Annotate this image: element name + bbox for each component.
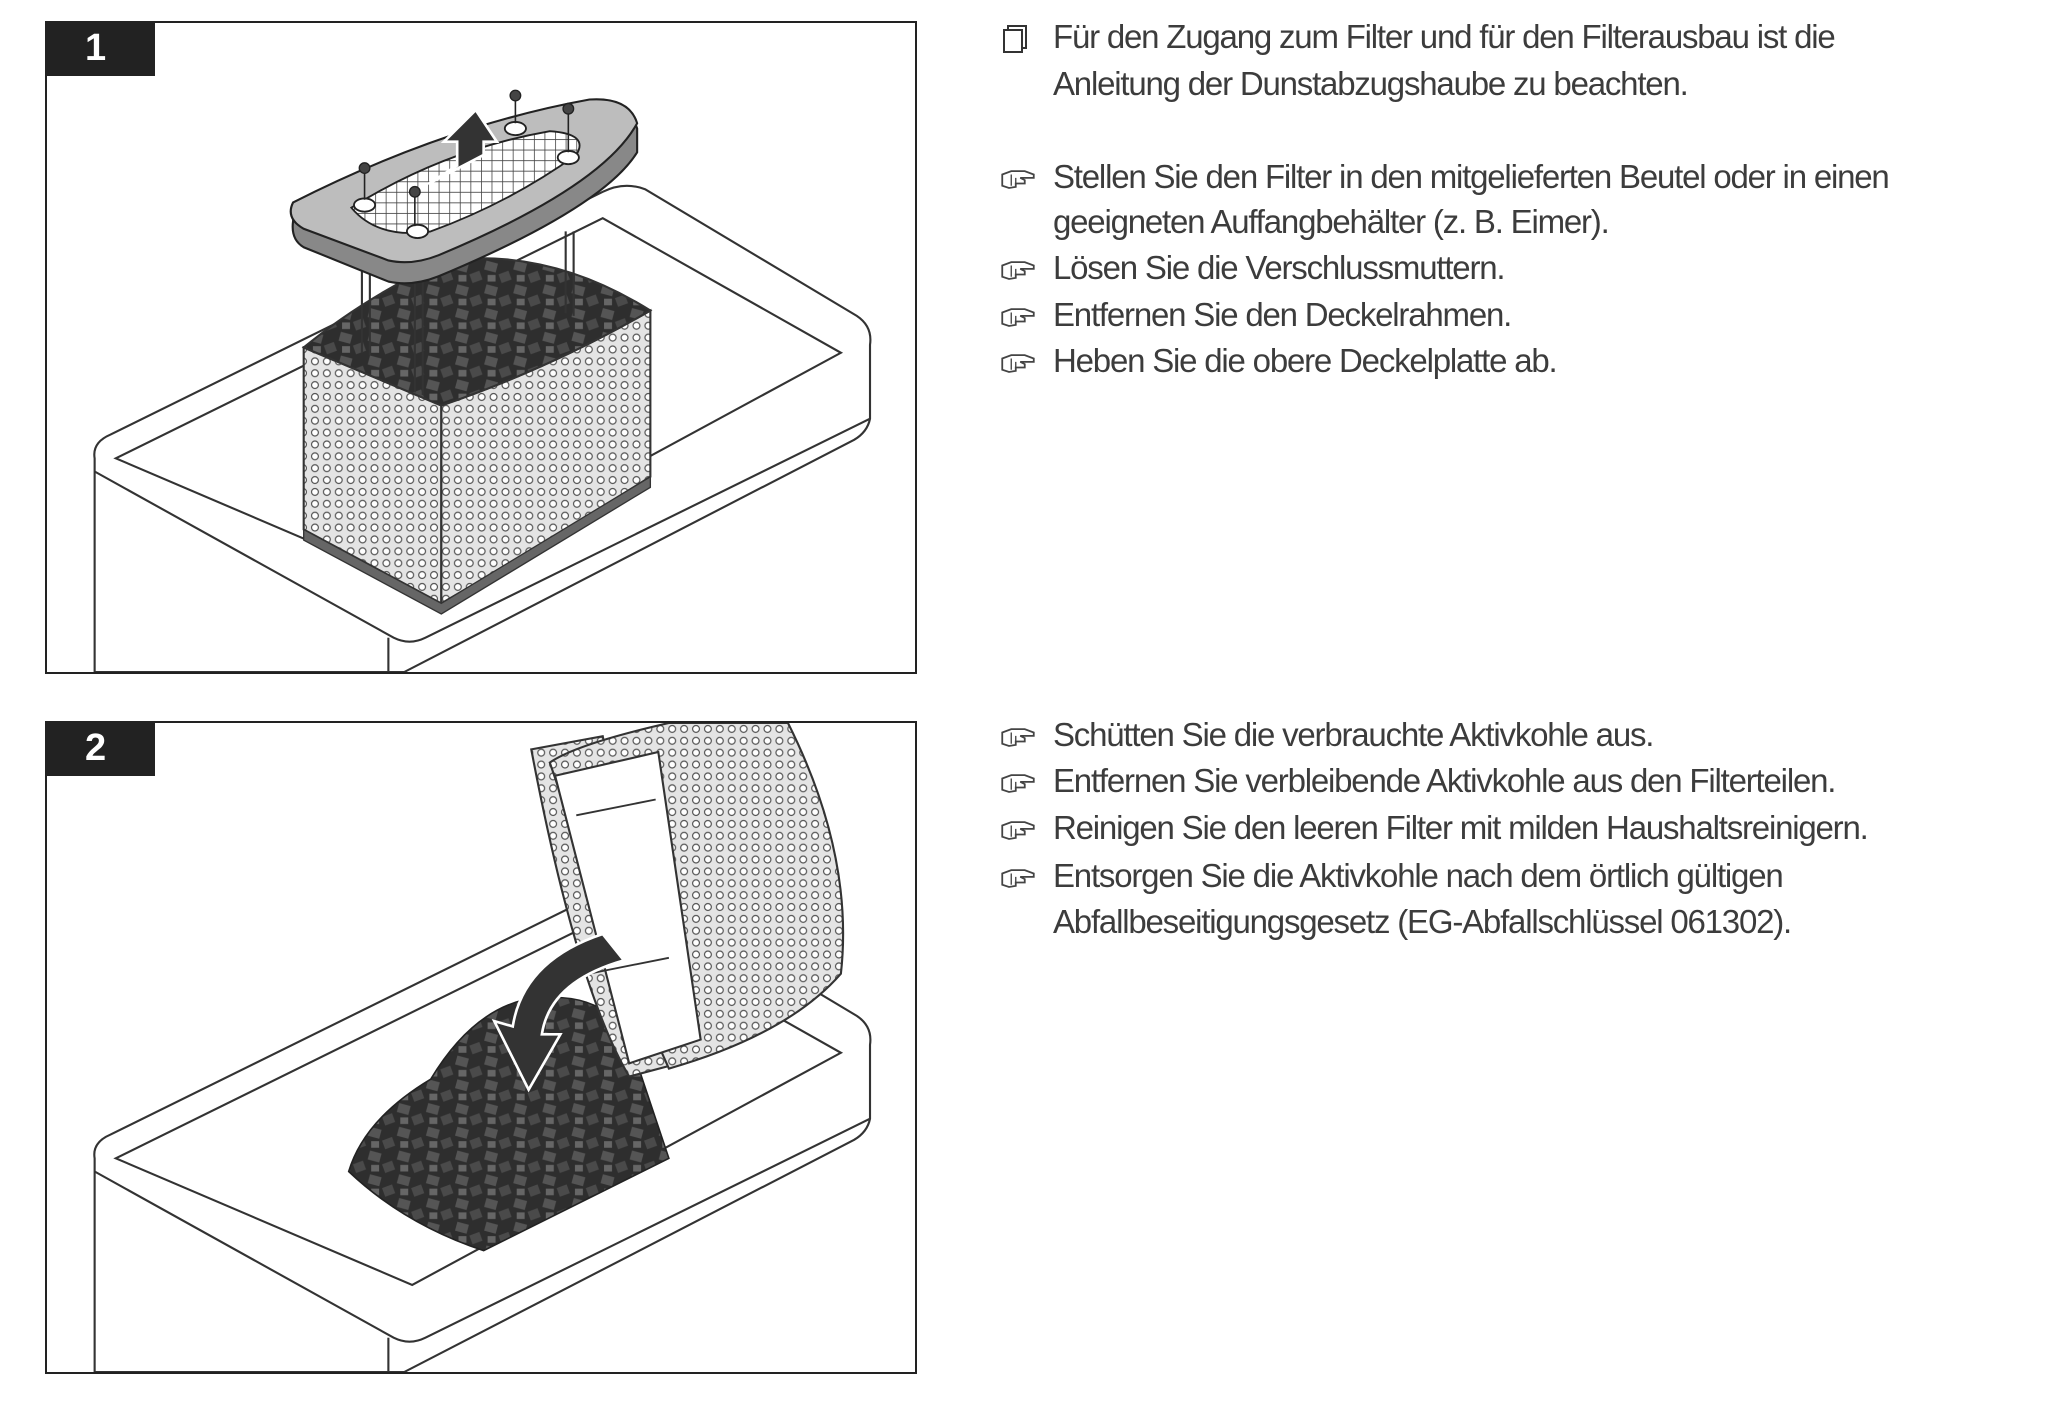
pour-arrow-icon	[491, 932, 627, 1093]
instruction-text: Schütten Sie die verbrauchte Aktivkohle …	[1053, 716, 1654, 753]
pointing-hand-icon	[1000, 722, 1036, 752]
illustration-step-2: 2	[45, 721, 917, 1374]
note-text: Anleitung der Dunstabzugshaube zu beacht…	[1053, 65, 1689, 102]
instruction-text: Stellen Sie den Filter in den mitgeliefe…	[1053, 158, 1890, 195]
manual-book-icon	[1000, 24, 1036, 54]
filter-cartridge	[301, 257, 653, 615]
instruction-text: Heben Sie die obere Deckelplatte ab.	[1053, 342, 1558, 379]
lift-arrow-icon	[427, 107, 500, 186]
pointing-hand-icon	[1000, 302, 1036, 332]
instruction-text: Reinigen Sie den leeren Filter mit milde…	[1053, 809, 1869, 846]
instruction-text: Entfernen Sie verbleibende Aktivkohle au…	[1053, 762, 1836, 799]
filter-disassembly-illustration	[93, 89, 872, 672]
filter-cartridge-tilted	[530, 723, 845, 1078]
step-number-badge: 1	[47, 23, 155, 76]
pointing-hand-icon	[1000, 255, 1036, 285]
instruction-text: Entfernen Sie den Deckelrahmen.	[1053, 296, 1512, 333]
step-number-badge: 2	[47, 723, 155, 776]
instruction-text: Abfallbeseitigungsgesetz (EG-Abfallschlü…	[1053, 903, 1792, 940]
note-text: Für den Zugang zum Filter und für den Fi…	[1053, 18, 1836, 55]
empty-charcoal-illustration	[93, 723, 872, 1372]
instruction-text: Lösen Sie die Verschlussmuttern.	[1053, 249, 1506, 286]
instruction-text: geeigneten Auffangbehälter (z. B. Eimer)…	[1053, 203, 1610, 240]
pointing-hand-icon	[1000, 768, 1036, 798]
illustration-step-1: 1	[45, 21, 917, 674]
pointing-hand-icon	[1000, 863, 1036, 893]
pointing-hand-icon	[1000, 348, 1036, 378]
pointing-hand-icon	[1000, 164, 1036, 194]
pointing-hand-icon	[1000, 815, 1036, 845]
instruction-text: Entsorgen Sie die Aktivkohle nach dem ör…	[1053, 857, 1784, 894]
